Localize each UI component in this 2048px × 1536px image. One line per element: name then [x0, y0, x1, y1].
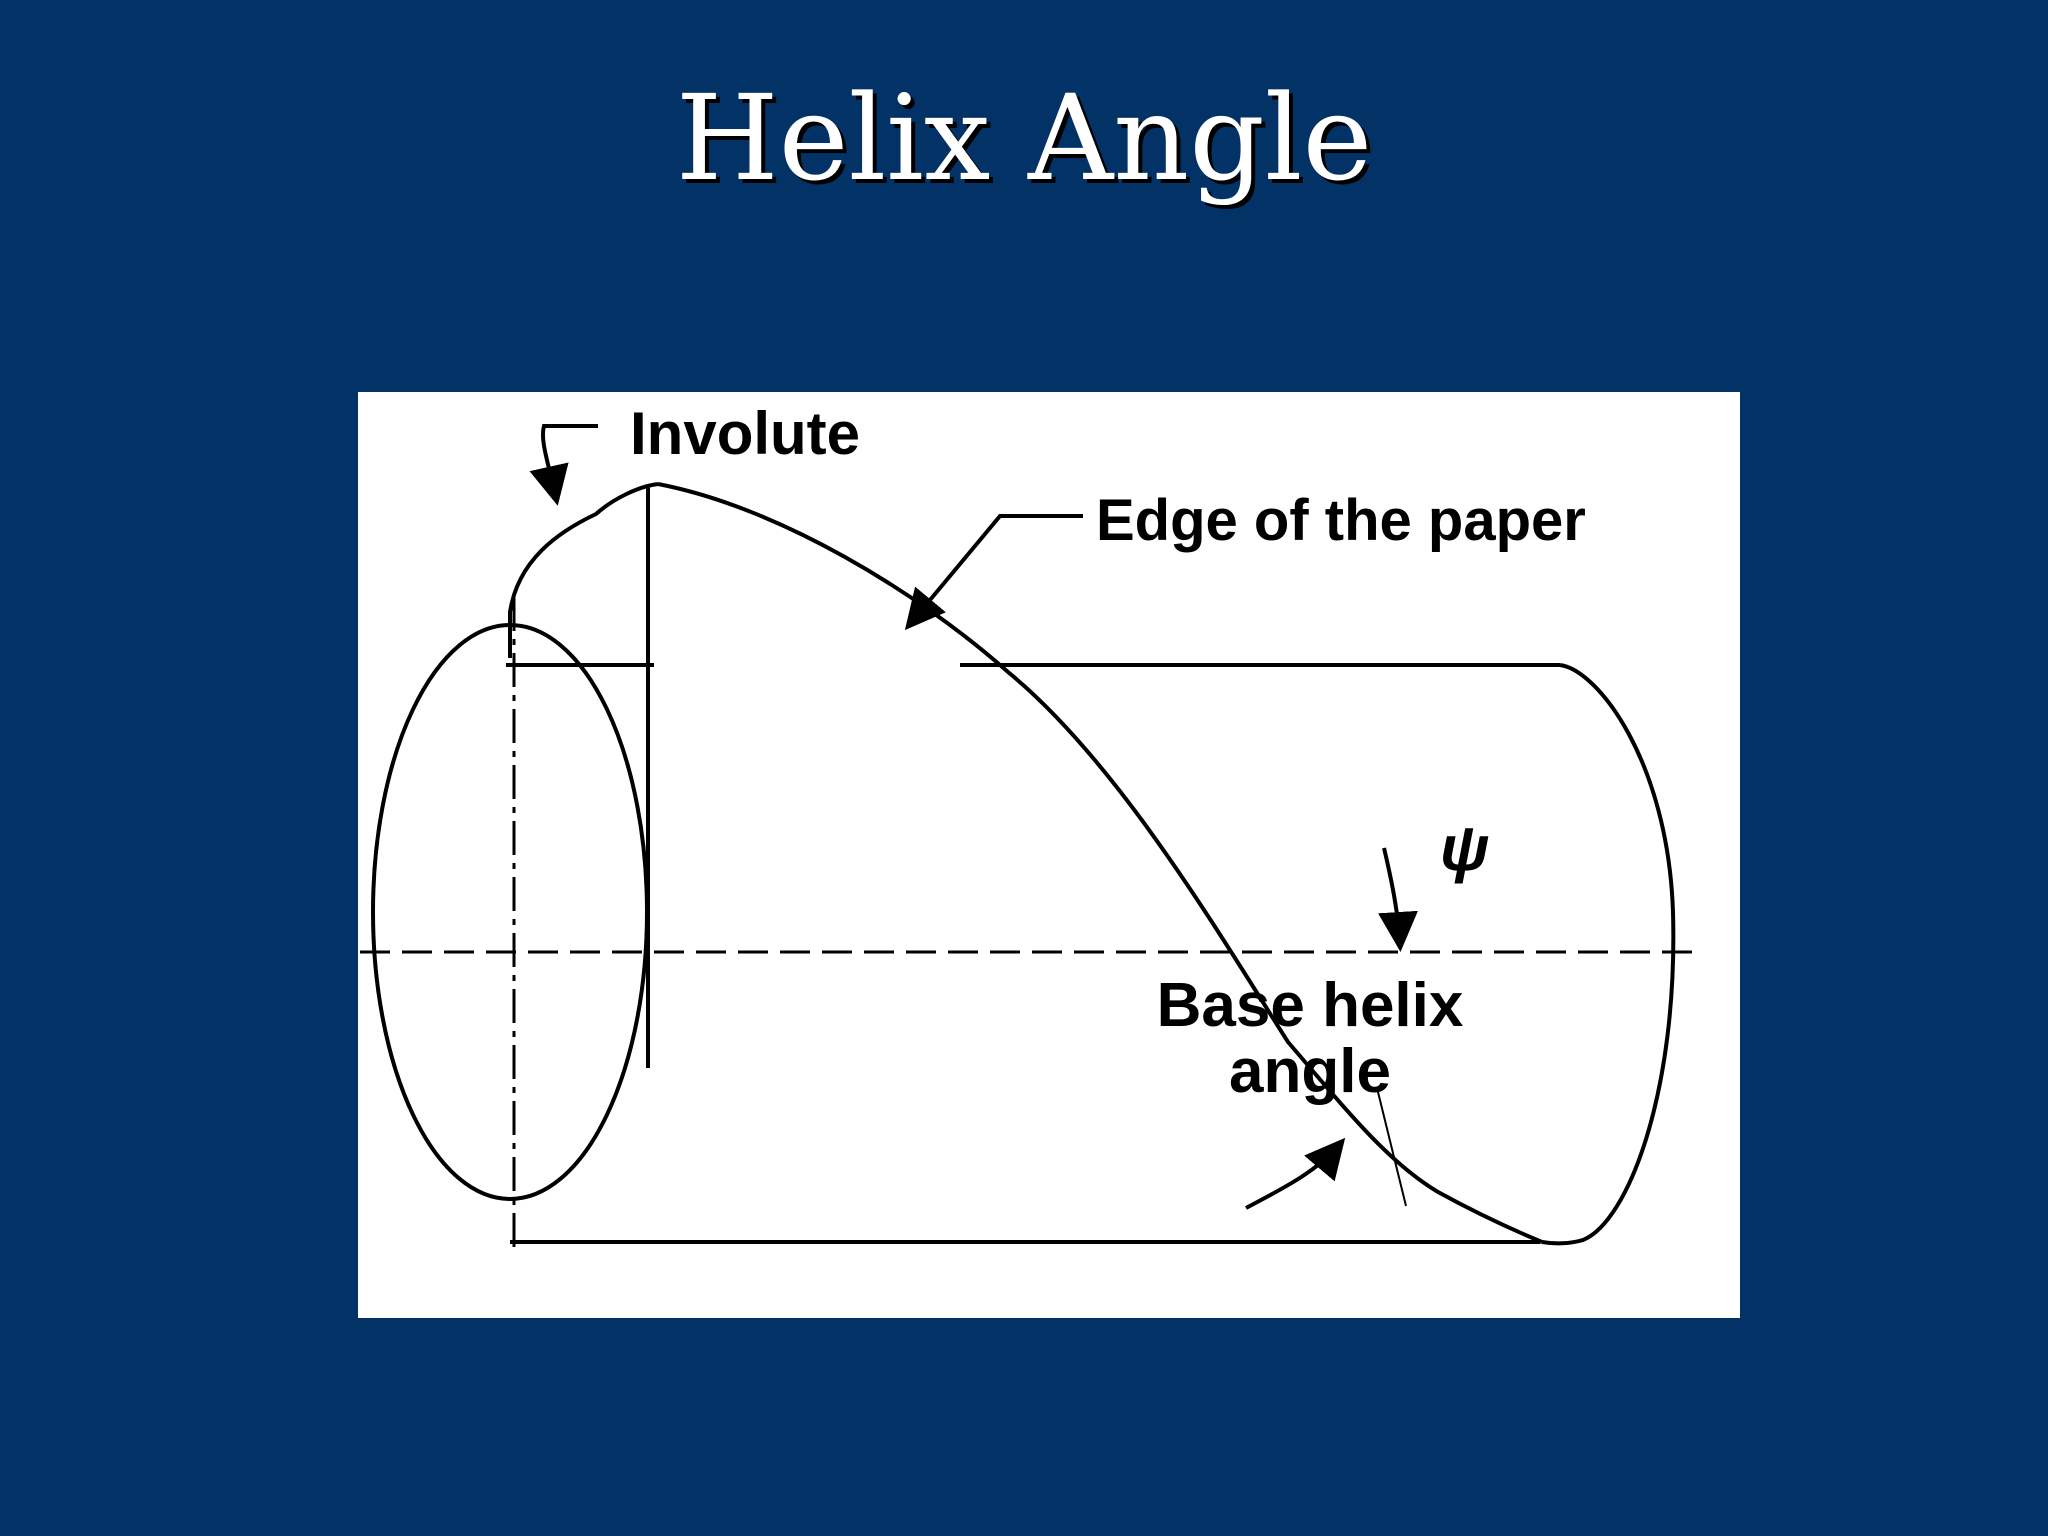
base-helix-tangent [1377, 1091, 1407, 1207]
arrow-icon [904, 514, 1083, 631]
arrow-icon [1245, 1137, 1346, 1210]
paper-edge-curve [657, 482, 1543, 1244]
psi-label: ψ [1440, 812, 1489, 884]
arrow-icon [529, 424, 598, 506]
cylinder-right-end [1541, 663, 1676, 1246]
involute-curve [508, 482, 659, 658]
edge-of-paper-label: Edge of the paper [1096, 488, 1586, 553]
helix-diagram: Involute Edge of the paper ψ Base helix … [358, 392, 1740, 1318]
diagram-canvas: Involute Edge of the paper ψ Base helix … [360, 400, 1698, 1250]
slide-title: Helix Angle [675, 69, 1373, 207]
cylinder-end-ellipse [371, 623, 649, 1201]
involute-label: Involute [630, 400, 860, 467]
arrow-icon [1378, 847, 1418, 952]
base-helix-label-line2: angle [1229, 1037, 1391, 1106]
base-helix-label-line1: Base helix [1157, 971, 1464, 1040]
